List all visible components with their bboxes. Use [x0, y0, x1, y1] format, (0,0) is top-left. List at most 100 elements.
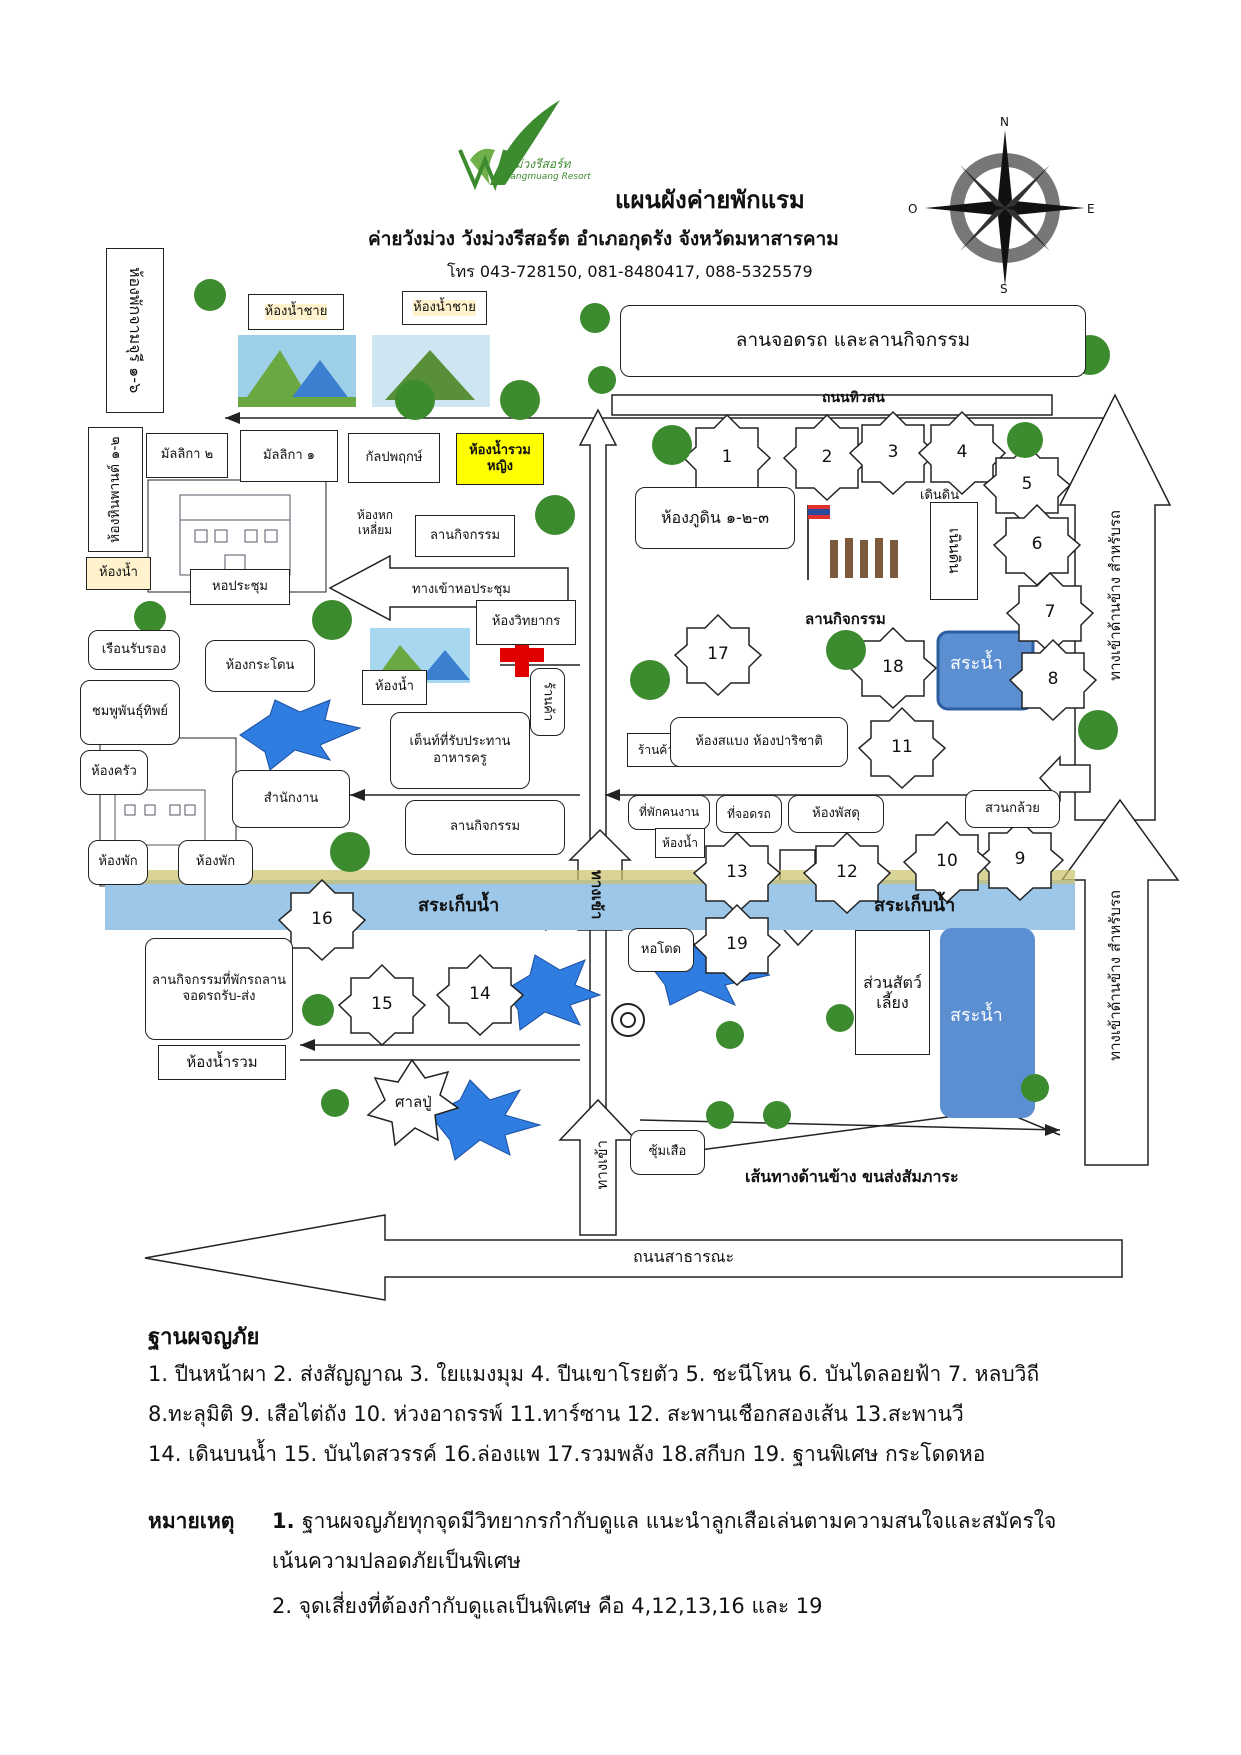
phone-line: โทร 043-728150, 081-8480417, 088-5325579: [447, 262, 813, 281]
zoo: ส่วนสัตว์เลี้ยง: [855, 930, 930, 1055]
activity-area-1: ลานกิจกรรม: [415, 515, 515, 557]
jump-tower: หอโดด: [628, 928, 694, 972]
pond-2-label: สระน้ำ: [950, 1005, 1003, 1026]
building-icon-2: [114, 789, 206, 846]
page-subtitle: ค่ายวังม่วง วังม่วงรีสอร์ต อำเภอกุดรัง จ…: [368, 228, 839, 250]
carpark: ที่จอดรถ: [716, 795, 782, 833]
station-14: 14: [469, 984, 491, 1004]
station-9: 9: [1014, 849, 1026, 869]
saneabaeng-room: ห้องสแบง ห้องปาริชาติ: [670, 717, 848, 767]
side-road-bottom-arrow: [1060, 798, 1180, 1166]
note-1-text: ฐานผจญภัยทุกจุดมีวิทยากรกำกับดูแล แนะนำล…: [302, 1509, 1057, 1533]
road-thiwson-label: ถนนทิวสน: [822, 390, 885, 406]
notes-label: หมายเหตุ: [148, 1509, 235, 1533]
public-road-arrow: [144, 1214, 1123, 1301]
compass-w: O: [908, 202, 918, 216]
tent-food: เต็นท์ที่รับประทานอาหารครู: [390, 712, 530, 789]
kitchen: ห้องครัว: [80, 750, 148, 795]
station-8: 8: [1047, 669, 1059, 689]
resort-logo: วังม่วงรีสอร์ท Wangmuang Resort: [450, 90, 600, 200]
kanlapaphruek: กัลปพฤกษ์: [348, 433, 440, 483]
shrine-label: ศาลปู่: [395, 1093, 432, 1111]
station-16: 16: [311, 909, 333, 929]
leaf-logo-icon: [458, 100, 560, 192]
activity-center-label: ลานกิจกรรม: [805, 610, 886, 628]
toilet-women: ห้องน้ำรวมหญิง: [456, 433, 544, 485]
banana-garden: สวนกล้วย: [965, 790, 1060, 828]
chomphu-room: ชมพูพันธุ์ทิพย์: [80, 680, 180, 745]
toilet-2: ห้องน้ำ: [362, 670, 427, 705]
station-17: 17: [707, 644, 729, 664]
entrance-arrow: [558, 1098, 638, 1236]
hexagon-room: ห้องหกเหลี่ยม: [345, 490, 405, 555]
road-entry-label: ทางเข้า: [593, 1140, 611, 1190]
station-7: 7: [1044, 602, 1056, 622]
station-1: 1: [721, 447, 733, 467]
toilet-male-2: ห้องน้ำชาย: [402, 291, 487, 325]
toilet-common: ห้องน้ำรวม: [158, 1045, 286, 1080]
malika-1: มัลลิกา ๑: [240, 430, 338, 482]
reservoir-1-label: สระเก็บน้ำ: [418, 895, 500, 916]
station-3: 3: [887, 442, 899, 462]
side-road-bottom-label: ทางเข้าด้านข้าง สำหรับรถ: [1106, 890, 1124, 1061]
compass-n: N: [1000, 115, 1009, 129]
activity-area-2: ลานกิจกรรม: [405, 800, 565, 855]
station-15: 15: [371, 994, 393, 1014]
room-a: ห้องพัก: [88, 840, 148, 885]
room-b: ห้องพัก: [178, 840, 253, 885]
reception: เรือนรับรอง: [88, 630, 180, 670]
tiger-hut: ซุ้มเสือ: [630, 1130, 705, 1175]
logo-text: วังม่วงรีสอร์ท: [502, 157, 571, 171]
station-18: 18: [882, 657, 904, 677]
station-4: 4: [956, 442, 968, 462]
staff-quarters: ที่พักคนงาน: [628, 795, 710, 830]
parking-area: ลานจอดรถ และลานกิจกรรม: [620, 305, 1086, 377]
note-1-number: 1.: [272, 1509, 295, 1533]
station-13: 13: [726, 862, 748, 882]
krathon-room: ห้องกระโดน: [205, 640, 315, 692]
note-2: 2. จุดเสี่ยงที่ต้องกำกับดูแลเป็นพิเศษ คื…: [272, 1594, 823, 1618]
station-10: 10: [936, 851, 958, 871]
room-hinpan: ห้องหินพานต์ ๑-๒: [88, 427, 143, 552]
compass: N S E O: [900, 110, 1100, 300]
station-19: 19: [726, 934, 748, 954]
legend-line-1: 1. ปีนหน้าผา 2. ส่งสัญญาณ 3. ใยแมงมุม 4.…: [148, 1362, 1040, 1386]
station-2: 2: [821, 447, 833, 467]
activity-area-3: ลานกิจกรรมที่พักรถลานจอดรถรับ-ส่ง: [145, 938, 293, 1040]
station-6: 6: [1031, 534, 1043, 554]
malika-2: มัลลิกา ๒: [146, 433, 228, 478]
compass-rose-icon: [925, 130, 1085, 286]
page-title: แผนผังค่ายพักแรม: [615, 186, 805, 214]
legend-line-3: 14. เดินบนน้ำ 15. บันไดสวรรค์ 16.ล่องแพ …: [148, 1442, 986, 1466]
toilet-3: ห้องน้ำ: [655, 828, 705, 858]
station-stars: [277, 410, 1098, 1047]
toilet-small: ห้องน้ำ: [86, 557, 151, 590]
reservoir-2-label: สระเก็บน้ำ: [874, 895, 956, 916]
compass-s: S: [1000, 282, 1008, 296]
station-5: 5: [1021, 474, 1033, 494]
supply-room: ห้องพัสดุ: [788, 795, 884, 833]
toilet-male-1: ห้องน้ำชาย: [248, 294, 344, 330]
logo-subtext: Wangmuang Resort: [502, 172, 591, 182]
central-road-arrow: [578, 408, 618, 1201]
meeting-hall: หอประชุม: [190, 569, 290, 605]
phudin-room: ห้องภูดิน ๑-๒-๓: [635, 487, 795, 549]
meeting-path-label: ทางเข้าหอประชุม: [412, 582, 511, 597]
room-jammajuri: ห้องพักจามจุรี ๑-๖: [106, 248, 164, 413]
side-road-top-label: ทางเข้าด้านข้าง สำหรับรถ: [1106, 510, 1124, 681]
shop-vertical: ร้านค้า: [530, 668, 565, 736]
entrance-road-label: ทางเข้า: [588, 870, 606, 920]
station-12: 12: [836, 862, 858, 882]
legend-line-2: 8.ทะลุมิติ 9. เสือไต่ถัง 10. ห่วงอาถรรพ์…: [148, 1402, 964, 1426]
side-path-label: เส้นทางด้านข้าง ขนส่งสัมภาระ: [745, 1167, 959, 1186]
walk-path: เนินดิน: [930, 502, 978, 600]
walk-path-label: เดินดิน: [920, 488, 960, 503]
station-11: 11: [891, 737, 913, 757]
legend-heading: ฐานผจญภัย: [148, 1325, 260, 1350]
reservoir-water: [105, 880, 1075, 930]
pond-1-label: สระน้ำ: [950, 653, 1003, 674]
compass-e: E: [1087, 202, 1095, 216]
speaker-room: ห้องวิทยากร: [476, 600, 576, 645]
public-road-label: ถนนสาธารณะ: [633, 1247, 735, 1266]
